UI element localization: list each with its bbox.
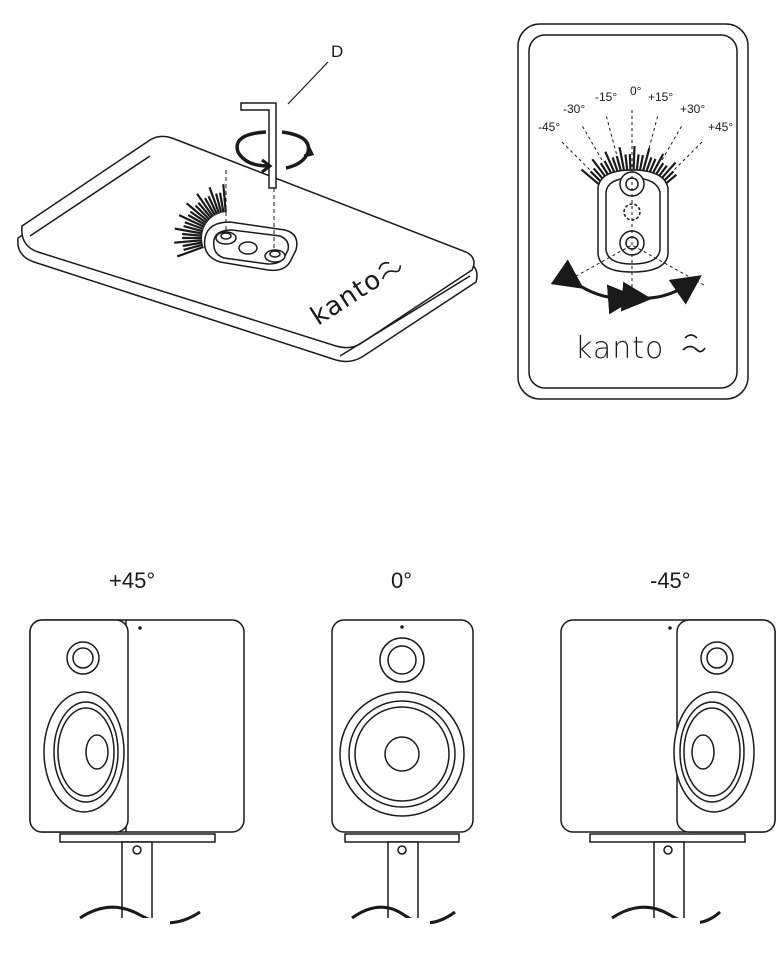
panel-rotation-mechanism <box>597 169 669 273</box>
speaker-label-0: 0° <box>391 568 412 593</box>
angle-label-minus-30: -30° <box>563 102 585 116</box>
angle-label-minus-15: -15° <box>595 90 617 104</box>
plate-angle-tick <box>184 221 204 231</box>
plate-angle-tick <box>207 195 219 215</box>
speaker-0 <box>331 619 474 921</box>
plate-angle-tick <box>176 245 204 258</box>
plate-angle-tick <box>218 192 225 213</box>
panel-angle-ray <box>605 115 617 155</box>
plate-rotation-mechanism <box>203 221 298 272</box>
plate-angle-tick <box>196 193 214 218</box>
speaker-minus-45 <box>560 619 776 921</box>
panel-angle-rays <box>560 115 704 170</box>
angle-label-plus-45: +45° <box>708 120 733 134</box>
angle-label-plus-15: +15° <box>648 90 673 104</box>
plate-angle-tick <box>197 202 213 219</box>
angle-label-minus-45: -45° <box>538 120 560 134</box>
panel-angle-labels: -45° -30° -15° 0° +15° +30° +45° <box>538 84 733 134</box>
hex-key-tool <box>240 102 277 189</box>
plate-angle-tick <box>183 225 204 233</box>
plate-angle-tick <box>178 214 205 229</box>
plate-angle-tick <box>185 202 209 223</box>
panel-angle-ray <box>647 115 659 155</box>
plate-angle-tick <box>174 227 203 235</box>
speaker-plus-45 <box>29 619 245 921</box>
plate-angle-tick <box>182 232 203 237</box>
angle-label-0: 0° <box>630 84 642 98</box>
stand-break-lines <box>79 905 722 925</box>
plate-angle-tick <box>215 193 223 214</box>
plate-angle-tick <box>187 214 207 226</box>
plate-angle-tick <box>222 184 227 213</box>
panel-angle-ray <box>674 140 704 170</box>
swing-arrows-icon <box>550 259 702 315</box>
rotation-arrow-icon <box>235 130 315 174</box>
plate-angle-tick <box>174 239 203 244</box>
speaker-label-plus-45: +45° <box>109 568 155 593</box>
plate-guide-lines <box>225 170 275 250</box>
speaker-label-minus-45: -45° <box>650 568 691 593</box>
panel-logo-text: kanto <box>575 331 664 366</box>
panel-angle-ray <box>581 125 603 161</box>
plate-angle-tick <box>194 204 211 221</box>
plate-angle-tick <box>183 243 204 251</box>
callout-letter-d: D <box>331 42 343 61</box>
angle-label-plus-30: +30° <box>680 102 705 116</box>
plate-angle-tick <box>204 197 216 217</box>
plate-angle-tick <box>189 210 208 224</box>
stand-break-mask <box>110 918 700 953</box>
plate-angle-tick <box>182 241 203 248</box>
plate-angle-marks <box>174 184 227 258</box>
panel-angle-ray <box>661 125 683 161</box>
plate-angle-tick <box>208 186 221 214</box>
panel-logo-mark <box>682 334 706 353</box>
panel-angle-ray <box>560 140 590 170</box>
callout-leader-line <box>287 61 329 105</box>
